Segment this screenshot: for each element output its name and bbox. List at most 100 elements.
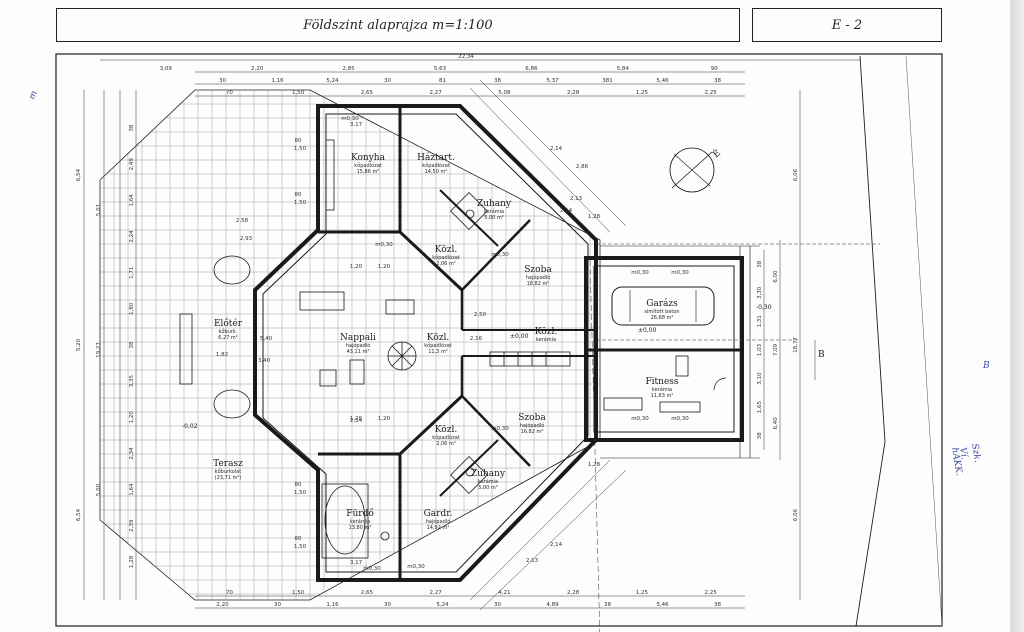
drawing-frame [55, 53, 943, 627]
room-material: kerámia [536, 336, 556, 343]
room-name: Fitness [645, 377, 678, 387]
dimension-label: 1,16 [326, 602, 339, 608]
room-name: Közl. [535, 327, 558, 337]
dimension-label: 1,31 [757, 315, 763, 327]
shower-tray [450, 456, 488, 494]
dimension-label: 3,30 [757, 286, 763, 299]
door-dimension: m0,30 [631, 416, 649, 422]
dimension-label: 19,27 [96, 342, 102, 358]
room-name: Nappali [340, 333, 376, 343]
dimension-label: 2,25 [705, 590, 718, 596]
dimension-label: 1,03 [757, 343, 763, 356]
dimension-label: 2,39 [129, 519, 135, 532]
dimension-label: 6,54 [76, 168, 82, 181]
dimension-label: 2,20 [216, 602, 229, 608]
room-dimension: 2,50 [474, 312, 487, 318]
door-dimension: m0,30 [363, 566, 381, 572]
diagonal-dim [479, 79, 627, 227]
level-center: ±0,00 [510, 333, 529, 340]
room-name: Zuhany [471, 469, 506, 479]
dimension-label: 1,50 [292, 90, 305, 96]
kitchen-counter [325, 139, 335, 211]
room-area: 13,80 m² [349, 525, 372, 531]
dimension-label: 70 [226, 90, 233, 96]
shower-tray [450, 192, 488, 230]
wall [398, 230, 464, 292]
dimension-label: 38 [129, 124, 135, 131]
dimension-label: 1,64 [129, 194, 135, 207]
dimension-label: 5,24 [436, 602, 449, 608]
handwritten-note: Szk. [969, 443, 982, 464]
room-dimension: 1,28 [588, 462, 601, 468]
dimension-label: 5,08 [498, 90, 511, 96]
handwritten-note: B [982, 361, 990, 371]
room-dimension: 3,17 [350, 560, 363, 566]
dimension-label: 6,86 [525, 66, 538, 72]
room-material: simított beton [644, 308, 679, 315]
fitness-equipment [659, 401, 701, 413]
dimension-label: 30 [384, 602, 391, 608]
room-area: 43,11 m² [347, 349, 370, 355]
stair-lines [388, 342, 416, 370]
dimension-label: 2,65 [361, 90, 374, 96]
door-dimension: m0,30 [631, 270, 649, 276]
toilet [465, 209, 475, 219]
sofa [299, 291, 345, 311]
room-dimension: 2,14 [560, 208, 573, 214]
dimension-label: 18,77 [793, 337, 799, 353]
dimension-label: 38 [129, 341, 135, 348]
compass-label: É [710, 147, 723, 160]
room-material: kőburk. [219, 329, 238, 335]
annotation: 1,20 [378, 416, 391, 422]
room-name: Garázs [646, 298, 678, 309]
handwritten-note: hAKK. [949, 447, 964, 477]
dimension-label: 6,54 [76, 508, 82, 521]
room-material: hajópadló [520, 422, 545, 429]
room-area: (23,71 m²) [215, 475, 242, 481]
dimension-label: 2,49 [129, 158, 135, 171]
garage-block [584, 245, 760, 459]
dimension-label: 2,85 [342, 66, 355, 72]
dimension-label: 5,20 [76, 338, 82, 351]
bathtub-frame [321, 483, 369, 559]
outer-wall [253, 104, 598, 582]
room-dimension: 2,14 [550, 542, 563, 548]
dimension-label: 5,24 [326, 78, 339, 84]
annotation: 80 [295, 138, 302, 144]
dimension-label: 70 [226, 590, 233, 596]
dimension-label: 2,24 [129, 230, 135, 243]
room-dimension: 5,40 [260, 336, 273, 342]
dimension-label: 7,09 [773, 343, 779, 356]
room-area: 15,86 m² [357, 169, 380, 175]
annotation: 1,50 [294, 200, 307, 206]
level-terrace: -0,02 [182, 423, 198, 430]
dimension-total: 22,34 [458, 54, 474, 60]
room-material: kőburkolat [215, 469, 242, 475]
door-dimension: m0,30 [491, 426, 509, 432]
fitness-equipment [675, 355, 689, 377]
room-area: 6,27 m² [218, 335, 238, 341]
room-area: 5,00 m² [478, 485, 498, 491]
room-name: Fürdő [346, 508, 374, 519]
dimension-label: 3,10 [757, 372, 763, 385]
room-name: Zuhany [477, 199, 512, 209]
dimension-label: 38 [757, 432, 763, 439]
room-material: hajópadló [346, 342, 371, 349]
room-name: Közl. [427, 333, 450, 343]
room-material: hajópadló [426, 518, 451, 525]
dimension-label: 81 [439, 78, 446, 84]
room-dimension: 2,13 [570, 196, 583, 202]
dimension-label: 3,35 [129, 375, 135, 388]
room-area: 26,68 m² [651, 315, 674, 321]
dimension-label: 1,20 [129, 411, 135, 424]
door-dimension: m0,30 [341, 116, 359, 122]
fireplace [385, 299, 415, 315]
building-walls [253, 104, 598, 582]
dimension-label: 5,46 [656, 602, 669, 608]
dimension-label: 381 [602, 78, 613, 84]
room-area: 16,82 m² [521, 429, 544, 435]
room-material: kőpadlózat [432, 254, 460, 261]
